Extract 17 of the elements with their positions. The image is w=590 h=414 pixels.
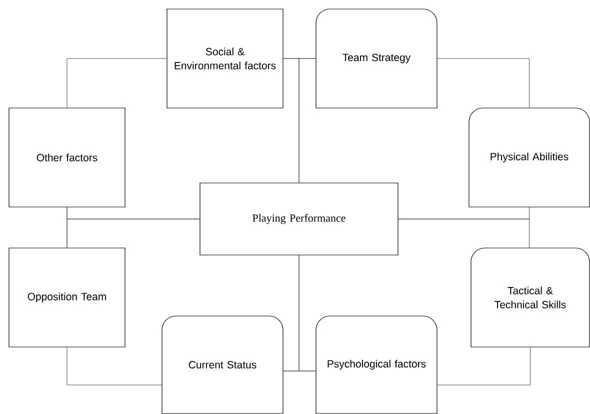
process-box: Playing Performance — [200, 182, 398, 256]
process-box: Opposition Team — [8, 248, 126, 348]
connector-line — [436, 58, 530, 108]
process-box: Social & Environmental factors — [166, 8, 284, 108]
process-box: Team Strategy — [316, 8, 438, 108]
connector-line — [282, 255, 300, 372]
connector-line — [66, 58, 167, 108]
process-box: Psychological factors — [316, 316, 438, 414]
connector-line — [298, 58, 316, 183]
process-box: Physical Abilities — [468, 108, 590, 208]
connector-line — [398, 218, 530, 248]
process-box: Other factors — [8, 108, 126, 208]
process-box: Tactical & Technical Skills — [470, 248, 590, 348]
process-box: Current Status — [162, 316, 284, 414]
connector-line — [66, 218, 200, 248]
connector-line — [66, 347, 162, 386]
connector-line — [436, 346, 530, 386]
